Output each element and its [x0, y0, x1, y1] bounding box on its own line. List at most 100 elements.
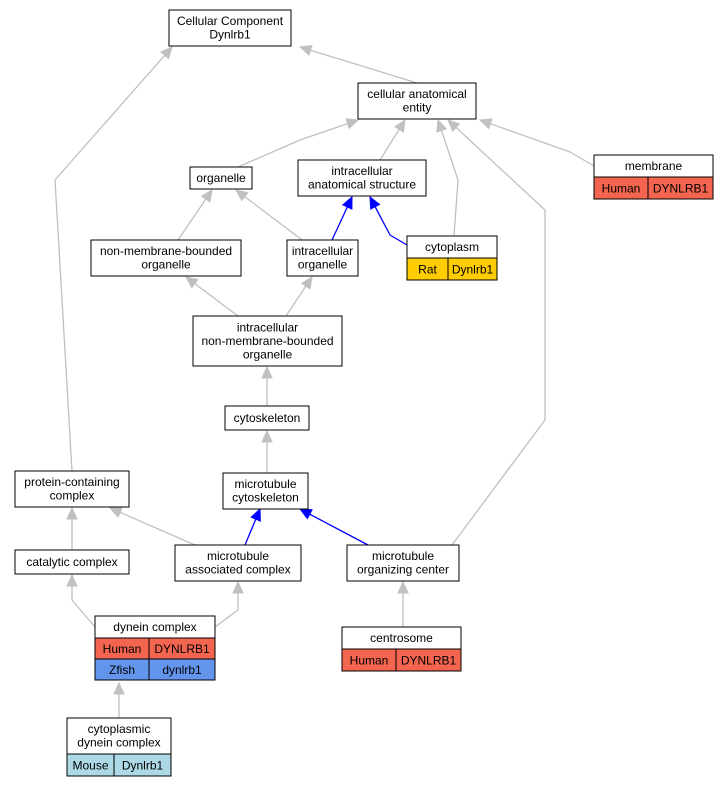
- term-node-inmbo[interactable]: intracellularnon-membrane-boundedorganel…: [192, 315, 343, 367]
- term-label: cytoskeleton: [234, 411, 301, 425]
- term-box: [222, 472, 309, 510]
- term-label: intracellular: [292, 244, 353, 258]
- arrowhead-icon: [341, 195, 353, 210]
- term-box: [346, 544, 460, 582]
- arrowhead-icon: [298, 508, 313, 520]
- term-label: cellular anatomical: [367, 87, 466, 101]
- species-label: Human: [103, 642, 142, 656]
- term-node-catalytic[interactable]: catalytic complex: [14, 549, 130, 575]
- term-label: non-membrane-bounded: [201, 334, 333, 348]
- edge-organelle-cae: [237, 118, 360, 168]
- edge-line: [71, 586, 96, 628]
- gene-cell: [647, 176, 714, 200]
- arrowhead-icon: [345, 118, 360, 130]
- edge-mtoc-cae: [447, 119, 546, 546]
- term-node-organelle[interactable]: organelle: [189, 166, 253, 190]
- term-label: dynein complex: [77, 736, 160, 750]
- arrowhead-icon: [397, 580, 409, 594]
- term-box: [14, 549, 130, 575]
- term-label: Cellular Component: [177, 14, 284, 28]
- term-label: microtubule: [372, 549, 434, 563]
- term-node-cytoskeleton[interactable]: cytoskeleton: [224, 405, 310, 431]
- edge-pcc-root: [54, 46, 173, 472]
- gene-label: dynlrb1: [162, 663, 202, 677]
- arrowhead-icon: [108, 507, 123, 518]
- term-box: [174, 544, 302, 582]
- edge-nmbo-organelle: [177, 189, 213, 241]
- edge-line: [331, 206, 348, 241]
- term-label: catalytic complex: [26, 555, 117, 569]
- arrowhead-icon: [298, 44, 313, 56]
- gene-cell: [395, 648, 462, 672]
- edge-cdc-dynein: [113, 681, 125, 718]
- edge-catalytic-pcc: [66, 506, 78, 550]
- edge-line: [309, 513, 369, 546]
- edge-line: [177, 198, 207, 241]
- edge-line: [451, 127, 546, 546]
- arrowhead-icon: [261, 365, 273, 379]
- term-label: cytoplasmic: [88, 722, 151, 736]
- ortholog-row: Human DYNLRB1: [341, 648, 462, 672]
- term-label: membrane: [625, 159, 683, 173]
- term-label: organelle: [196, 171, 246, 185]
- edge-line: [374, 206, 408, 246]
- species-label: Human: [602, 182, 641, 196]
- arrowhead-icon: [300, 275, 313, 290]
- term-label: dynein complex: [113, 620, 196, 634]
- gene-label: DYNLRB1: [401, 654, 457, 668]
- term-label: centrosome: [370, 631, 433, 645]
- term-box: [224, 405, 310, 431]
- edge-membrane-cae: [478, 118, 595, 167]
- edge-line: [379, 128, 400, 161]
- term-label: intracellular: [331, 164, 392, 178]
- edge-line: [285, 285, 307, 317]
- species-label: Human: [350, 654, 389, 668]
- edge-cytoskeleton-inmbo: [261, 365, 273, 406]
- term-label: intracellular: [237, 320, 298, 334]
- gene-label: DYNLRB1: [653, 182, 709, 196]
- arrowhead-icon: [113, 681, 125, 695]
- edge-mac-pcc: [108, 507, 196, 546]
- term-label: anatomical structure: [308, 178, 416, 192]
- gene-cell: [148, 658, 216, 681]
- edge-inmbo-nmbo: [185, 276, 239, 317]
- term-label: organizing center: [357, 563, 449, 577]
- term-label: cytoskeleton: [232, 491, 299, 505]
- term-label: organelle: [141, 258, 191, 272]
- arrowhead-icon: [261, 429, 273, 443]
- species-label: Rat: [418, 263, 437, 277]
- edge-line: [310, 49, 418, 84]
- arrowhead-icon: [478, 118, 493, 130]
- term-label: cytoplasm: [425, 240, 479, 254]
- edge-ias-cae: [379, 118, 406, 161]
- edge-line: [440, 130, 459, 237]
- gene-label: Dynlrb1: [122, 759, 164, 773]
- term-label: organelle: [298, 258, 348, 272]
- edge-cytoplasm-ias: [369, 195, 408, 246]
- term-label: protein-containing: [24, 475, 119, 489]
- term-label: non-membrane-bounded: [100, 244, 232, 258]
- term-box: [192, 315, 343, 367]
- edge-line: [194, 283, 239, 317]
- edge-dynein-catalytic: [66, 573, 96, 628]
- edge-line: [244, 196, 303, 241]
